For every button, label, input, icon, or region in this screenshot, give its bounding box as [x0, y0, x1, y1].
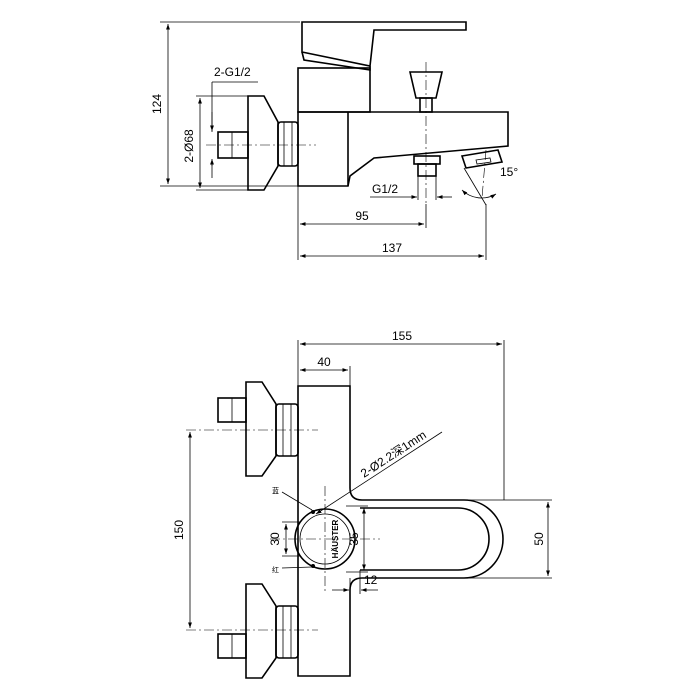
lever-handle [301, 21, 467, 67]
dim-height: 124 [150, 21, 300, 187]
dim-inlet-spacing: 150 [172, 432, 192, 628]
handle-slot [360, 507, 490, 571]
dim-spout-thread: G1/2 [370, 176, 452, 200]
dim-depth-total: 137 [300, 204, 487, 260]
dim-body-width-label: 40 [317, 355, 331, 369]
hose-nut [413, 155, 441, 165]
dim-total-width-label: 155 [392, 329, 412, 343]
label-red: 红 [272, 565, 279, 574]
upper-inlet [217, 381, 299, 477]
dim-gap-label: 12 [364, 573, 378, 587]
dim-knob-inner-label: 30 [268, 532, 282, 546]
dim-knob-outer-label: 35 [347, 532, 361, 546]
dim-total-width: 155 [297, 329, 505, 500]
mixer-body [297, 111, 509, 187]
diverter-knob [408, 71, 444, 99]
hose-connector [417, 163, 437, 177]
dim-holes-label: 2-Ø2.2深1mm [358, 428, 429, 481]
dim-spout-thread-label: G1/2 [372, 182, 398, 196]
lower-inlet [217, 583, 299, 679]
side-view: 124 2-G1/2 2-Ø68 G1/2 [150, 21, 518, 260]
dim-flange-diameter: 2-Ø68 [182, 95, 250, 191]
wall-flange [247, 95, 279, 191]
dim-handle-height: 50 [466, 499, 552, 579]
aerator [475, 157, 492, 165]
dim-inlet-thread: 2-G1/2 [210, 65, 258, 178]
dim-depth-spout-label: 95 [355, 209, 369, 223]
dim-handle-height-label: 50 [532, 532, 546, 546]
front-view: HÄUSTER 155 [172, 329, 552, 679]
dim-flange-diameter-label: 2-Ø68 [182, 129, 196, 163]
front-body [297, 385, 504, 677]
label-blue: 蓝 [272, 486, 279, 495]
dim-height-label: 124 [150, 94, 164, 114]
cartridge-cover [297, 67, 371, 113]
dim-gap: 12 [332, 570, 378, 594]
dim-holes: 2-Ø2.2深1mm [315, 428, 443, 515]
hole-blue [311, 510, 315, 514]
dim-depth-spout: 95 [297, 186, 427, 260]
union-nut [277, 121, 299, 167]
dim-angle-label: 15° [500, 165, 518, 179]
dim-body-width: 40 [300, 355, 351, 386]
color-markers: 蓝 红 [272, 486, 313, 574]
dim-inlet-spacing-label: 150 [172, 520, 186, 540]
dim-angle: 15° [461, 165, 518, 206]
brand-text: HÄUSTER [331, 519, 340, 558]
dim-knob-outer: 35 [346, 505, 368, 573]
dim-inlet-thread-label: 2-G1/2 [214, 65, 251, 79]
dim-depth-total-label: 137 [382, 241, 402, 255]
dim-knob-inner: 30 [268, 521, 300, 557]
